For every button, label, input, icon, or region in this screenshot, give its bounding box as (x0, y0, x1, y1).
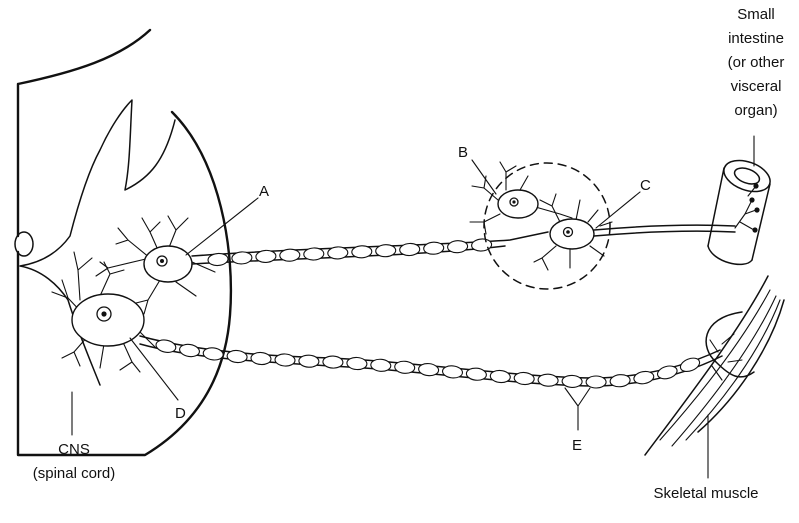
spinal-cord-outline (16, 28, 233, 457)
myelin-segment (351, 245, 373, 259)
myelin-segment (656, 365, 678, 380)
skeletal-muscle (644, 275, 785, 456)
myelin-segment (471, 238, 493, 252)
myelin-segment (423, 241, 445, 255)
myelin-segment (202, 347, 224, 361)
myelin-segment (561, 374, 583, 388)
grey-matter-outline (19, 99, 176, 386)
myelin-segment (513, 371, 535, 386)
myelin-segment (489, 369, 511, 384)
preganglionic-myelin-sheath (207, 238, 493, 267)
cns-caption: CNS (spinal cord) (33, 441, 116, 482)
somatic-axon (139, 335, 723, 389)
myelin-segment (255, 249, 277, 263)
leader-lines (71, 135, 755, 479)
leader-c (595, 191, 641, 229)
cns-caption-line-2: (spinal cord) (33, 465, 116, 482)
myelin-segment (585, 375, 607, 389)
myelin-segment (633, 370, 655, 385)
organ-caption-line-4: visceral (731, 78, 782, 95)
neuron-d (51, 251, 157, 373)
myelin-segment (207, 252, 229, 267)
myelin-segment (447, 240, 469, 254)
myelin-segment (394, 360, 416, 374)
label-d: D (175, 405, 186, 422)
organ-caption-line-3: (or other (728, 54, 785, 71)
myelin-segment (441, 365, 464, 379)
preganglionic-axon (191, 231, 549, 267)
label-c: C (640, 177, 651, 194)
myelin-segment (303, 247, 325, 261)
myelin-segment (537, 373, 559, 387)
organ-caption-line-5: organ) (734, 102, 777, 119)
label-b: B (458, 144, 468, 161)
organ-caption-line-2: intestine (728, 30, 784, 47)
autonomic-ganglion (483, 162, 611, 290)
neuron-a (95, 215, 216, 315)
myelin-segment (279, 248, 301, 262)
myelin-segment (298, 354, 320, 368)
myelin-segment (250, 351, 272, 366)
central-canal (14, 231, 34, 257)
myelin-segment (231, 251, 253, 265)
myelin-segment (370, 358, 392, 372)
neuron-b (469, 161, 573, 235)
neuron-a-cell-body (143, 245, 193, 283)
myelin-segment (322, 355, 344, 369)
myelin-segment (609, 374, 631, 388)
neuron-c (533, 193, 613, 271)
myelin-segment (375, 244, 397, 258)
organ-caption: Small intestine (or other visceral organ… (728, 6, 785, 119)
myelin-segment (226, 349, 248, 364)
muscle-caption: Skeletal muscle (653, 485, 758, 502)
postganglionic-axon (593, 224, 736, 237)
leader-e (564, 387, 591, 431)
spinal-cord-section (14, 28, 233, 457)
leader-b (471, 159, 497, 195)
cns-caption-line-1: CNS (58, 441, 90, 458)
myelin-segment (327, 246, 349, 260)
myelin-segment (155, 339, 177, 353)
myelin-segment (346, 356, 368, 371)
myelin-segment (465, 367, 487, 381)
myelin-segment (399, 242, 421, 257)
label-a: A (259, 183, 269, 200)
organ-caption-line-1: Small (737, 6, 775, 23)
leader-a (185, 197, 259, 256)
visceral-organ (707, 159, 771, 266)
myelin-segment (418, 363, 440, 377)
leader-d (129, 337, 179, 401)
label-e: E (572, 437, 582, 454)
myelin-segment (274, 353, 296, 367)
somatic-myelin-sheath (155, 339, 701, 389)
myelin-segment (179, 343, 200, 358)
myelin-segment (679, 357, 701, 373)
